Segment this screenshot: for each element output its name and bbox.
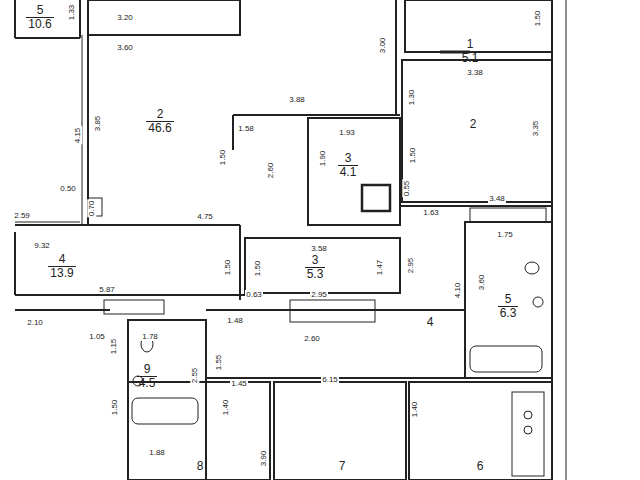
dimension-label: 4.10 xyxy=(453,281,462,299)
dimension-label: 0.50 xyxy=(59,184,77,193)
room-number: 6 xyxy=(475,460,486,473)
dimension-label: 6.15 xyxy=(321,375,339,384)
dimension-label: 4.15 xyxy=(73,126,82,144)
room-label: 56.3 xyxy=(498,293,519,319)
dimension-label: 1.45 xyxy=(230,379,248,388)
room-label: 413.9 xyxy=(48,253,75,279)
dimension-label: 1.15 xyxy=(109,337,118,355)
dimension-label: 1.50 xyxy=(218,148,227,166)
dimension-label: 3.48 xyxy=(488,194,506,203)
room-area: 10.6 xyxy=(26,18,53,31)
room-label: 8 xyxy=(195,460,206,473)
room-label: 15.1 xyxy=(460,38,481,64)
dimension-label: 2.59 xyxy=(13,211,31,220)
room-label: 94.5 xyxy=(137,363,158,389)
dimension-label: 1.55 xyxy=(214,353,223,371)
room-label: 2 xyxy=(468,118,479,131)
dimension-label: 5.87 xyxy=(98,285,116,294)
dimension-label: 4.75 xyxy=(196,212,214,221)
dimension-label: 1.30 xyxy=(407,88,416,106)
dimension-label: 1.50 xyxy=(533,9,542,27)
room-label: 246.6 xyxy=(146,108,173,134)
dimension-label: 2.55 xyxy=(190,366,199,384)
dimension-label: 2.60 xyxy=(266,161,275,179)
dimension-label: 1.50 xyxy=(408,146,417,164)
room-area: 5.1 xyxy=(460,52,481,65)
room-area: 6.3 xyxy=(498,307,519,320)
dimension-label: 1.47 xyxy=(375,258,384,276)
room-area: 5.3 xyxy=(305,268,326,281)
dimension-label: 1.93 xyxy=(338,128,356,137)
room-area: 4.1 xyxy=(338,166,359,179)
room-number: 2 xyxy=(468,118,479,131)
dimension-label: 1.50 xyxy=(110,398,119,416)
room-label: 510.6 xyxy=(26,4,53,30)
room-number: 1 xyxy=(460,38,481,52)
dimension-label: 0.55 xyxy=(402,179,411,197)
room-label: 6 xyxy=(475,460,486,473)
room-area: 13.9 xyxy=(48,267,75,280)
dimension-label: 1.48 xyxy=(226,316,244,325)
room-number: 5 xyxy=(498,293,519,307)
dimension-label: 1.58 xyxy=(237,124,255,133)
dimension-label: 3.00 xyxy=(378,36,387,54)
dimension-label: 1.88 xyxy=(148,448,166,457)
room-number: 4 xyxy=(425,316,436,329)
dimension-label: 1.40 xyxy=(221,398,230,416)
dimension-label: 1.78 xyxy=(141,332,159,341)
dimension-label: 1.05 xyxy=(88,332,106,341)
dimension-label: 1.50 xyxy=(253,259,262,277)
dimension-label: 2.10 xyxy=(26,318,44,327)
room-label: 34.1 xyxy=(338,152,359,178)
dimension-label: 3.20 xyxy=(116,13,134,22)
dimension-label: 1.63 xyxy=(422,208,440,217)
room-number: 3 xyxy=(305,254,326,268)
dimension-label: 2.60 xyxy=(303,334,321,343)
dimension-label: 1.50 xyxy=(223,258,232,276)
dimension-label: 3.85 xyxy=(93,114,102,132)
dimension-label: 3.90 xyxy=(259,449,268,467)
dimension-label: 3.88 xyxy=(288,95,306,104)
room-number: 8 xyxy=(195,460,206,473)
room-number: 2 xyxy=(146,108,173,122)
room-number: 5 xyxy=(26,4,53,18)
room-label: 7 xyxy=(337,460,348,473)
dimension-label: 2.95 xyxy=(310,290,328,299)
dimension-label: 1.40 xyxy=(410,400,419,418)
dimension-label: 3.35 xyxy=(531,119,540,137)
room-number: 7 xyxy=(337,460,348,473)
room-area: 4.5 xyxy=(137,377,158,390)
room-number: 4 xyxy=(48,253,75,267)
dimension-label: 3.60 xyxy=(116,43,134,52)
dimension-label: 1.33 xyxy=(67,3,76,21)
dimension-label: 3.38 xyxy=(466,68,484,77)
dimension-label: 1.90 xyxy=(318,149,327,167)
room-area: 46.6 xyxy=(146,122,173,135)
dimension-label: 3.58 xyxy=(310,244,328,253)
room-label: 35.3 xyxy=(305,254,326,280)
room-number: 9 xyxy=(137,363,158,377)
dimension-label: 0.70 xyxy=(87,199,96,217)
dimension-label: 9.32 xyxy=(33,241,51,250)
dimension-label: 3.60 xyxy=(477,273,486,291)
dimension-label: 1.75 xyxy=(496,230,514,239)
dimension-label: 2.95 xyxy=(406,256,415,274)
room-label: 4 xyxy=(425,316,436,329)
room-number: 3 xyxy=(338,152,359,166)
dimension-label: 0.63 xyxy=(245,290,263,299)
